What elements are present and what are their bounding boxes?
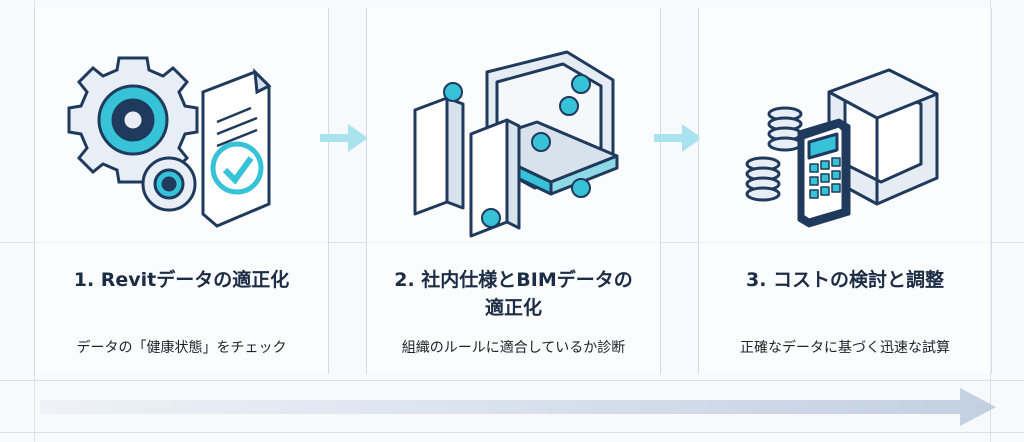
- progress-arrow-icon: [40, 388, 996, 426]
- coins-calculator-cube-icon: [699, 22, 991, 242]
- grid-line: [0, 432, 1024, 433]
- building-model-check-icon: [367, 22, 660, 242]
- arrow-right-icon: [654, 124, 702, 152]
- step-card-1: 1. Revitデータの適正化 データの「健康状態」をチェック: [34, 8, 329, 374]
- step-desc-1: データの「健康状態」をチェック: [76, 340, 287, 356]
- step-desc-3: 正確なデータに基づく迅速な試算: [740, 340, 950, 356]
- step-title-1: 1. Revitデータの適正化: [73, 269, 290, 291]
- arrow-right-icon: [320, 124, 368, 152]
- step-title-2: 2. 社内仕様とBIMデータの 適正化: [394, 269, 633, 319]
- step-card-2: 2. 社内仕様とBIMデータの 適正化 組織のルールに適合しているか診断: [366, 8, 661, 374]
- gear-document-check-icon: [35, 22, 328, 242]
- step-desc-2: 組織のルールに適合しているか診断: [401, 340, 626, 356]
- step-title-3: 3. コストの検討と調整: [745, 269, 945, 291]
- step-card-3: 3. コストの検討と調整 正確なデータに基づく迅速な試算: [698, 8, 992, 374]
- grid-line: [0, 380, 1024, 381]
